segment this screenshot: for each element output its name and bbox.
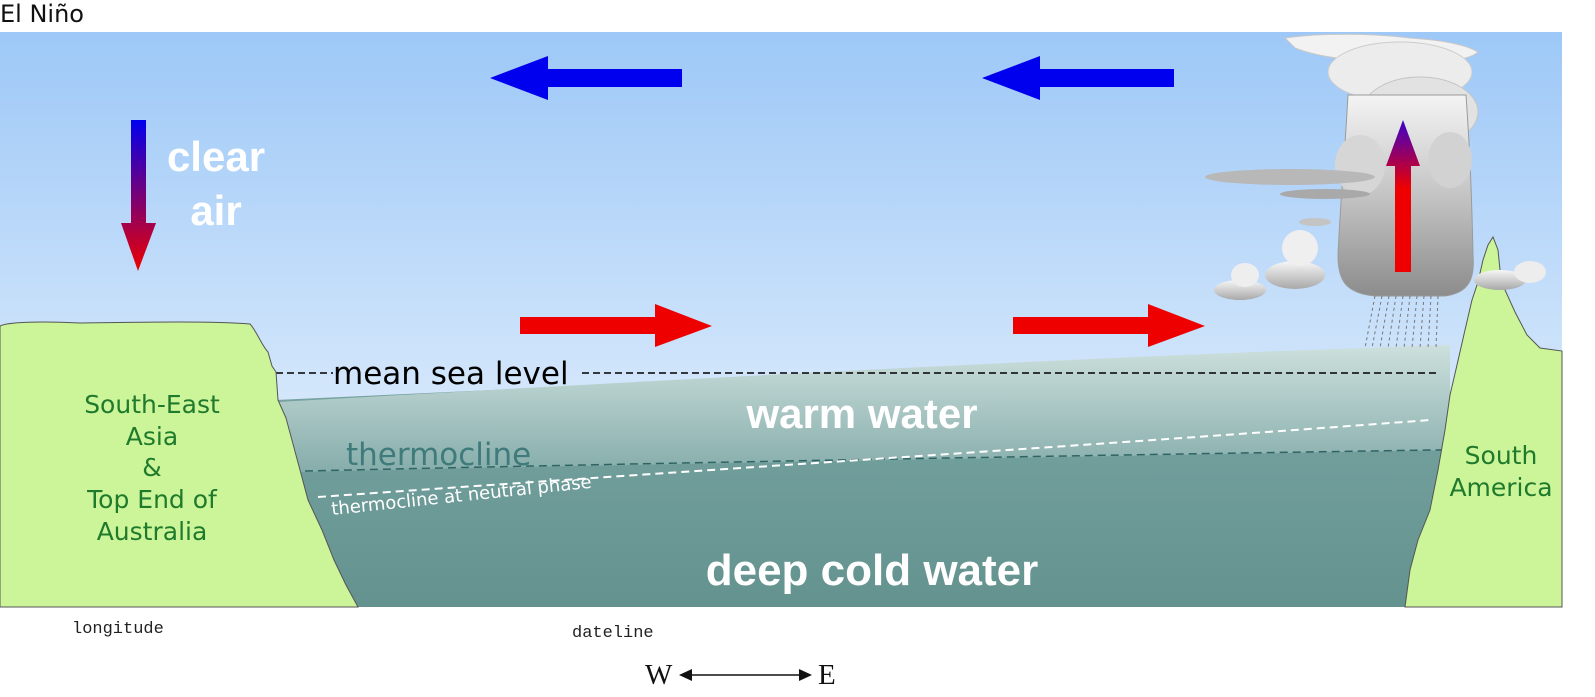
west-label: W [645,659,673,691]
svg-text:South: South [1465,441,1538,470]
descending-air-arrow-icon [121,120,156,271]
rising-air-arrow-icon [1386,120,1420,272]
compass-arrow-right-icon [799,669,812,681]
thermocline-label: thermocline [346,437,531,473]
warm-water-label: warm water [745,390,977,437]
clear-air-label: air [190,187,241,234]
surface-wind-arrow-icon [520,304,712,347]
south-america-label: South America [1449,441,1552,502]
compass-arrow-left-icon [679,669,692,681]
south-east-asia-label: South-East Asia & Top End of Australia [84,390,220,546]
rain-streaks [1364,295,1439,349]
cloud-wisp [1299,218,1331,226]
thermocline-neutral-line [317,419,1431,498]
mean-sea-level-label: mean sea level [333,356,569,392]
upper-wind-arrow-icon [490,56,682,100]
thermocline-line [304,447,1563,472]
svg-text:Asia: Asia [126,422,178,451]
land-south-east-asia [0,321,359,608]
svg-text:America: America [1449,473,1552,502]
diagram-title: El Niño [0,0,84,28]
clear-air-label: clear [167,133,265,180]
surface-wind-arrow-icon [1013,304,1205,347]
cumulonimbus-cloud-icon [1205,33,1546,349]
small-cloud [1474,261,1546,290]
svg-text:Australia: Australia [97,517,208,546]
small-cloud [1214,263,1266,300]
svg-text:South-East: South-East [84,390,220,419]
cloud-wisp [1205,169,1375,185]
small-cloud [1265,230,1325,289]
upper-wind-arrow-icon [982,56,1174,100]
svg-text:Top End of: Top End of [86,485,218,514]
svg-text:&: & [142,453,162,482]
east-label: E [818,659,836,691]
warm-water-region [278,345,1450,472]
cloud-wisp [1280,189,1370,199]
dateline-label: dateline [572,624,654,643]
west-east-compass: W E [645,659,836,691]
deep-cold-water-label: deep cold water [706,546,1039,595]
longitude-label: longitude [72,620,164,639]
land-south-america [1404,235,1563,608]
